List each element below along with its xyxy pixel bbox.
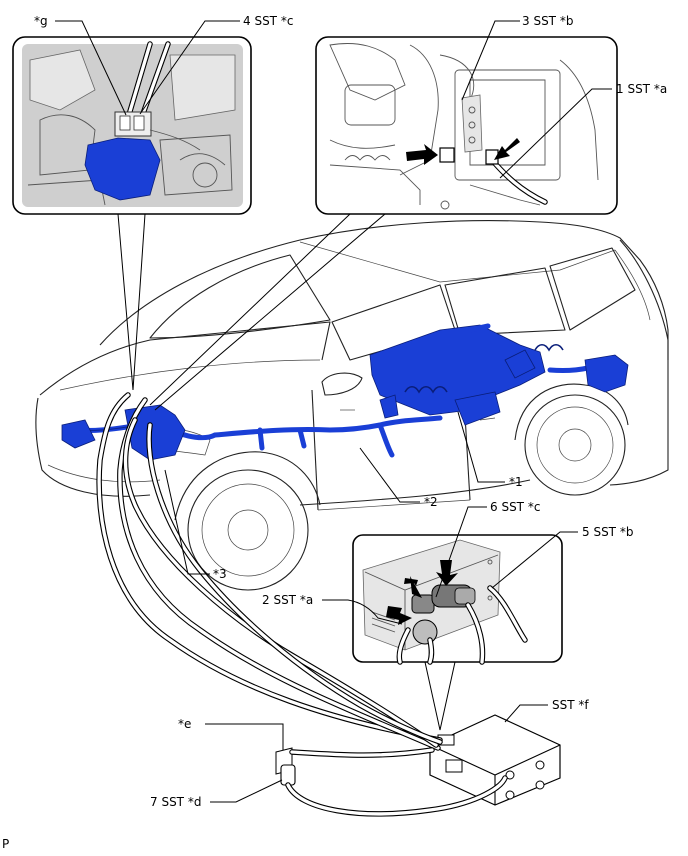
inset-engine-bay-sst bbox=[315, 36, 618, 215]
sst-cables bbox=[96, 392, 508, 817]
label-4-sst-c: 4 SST *c bbox=[243, 14, 293, 28]
label-e: *e bbox=[178, 717, 191, 731]
leader-lines bbox=[55, 20, 612, 803]
sst-d-e-parts bbox=[275, 747, 296, 786]
label-3: *3 bbox=[213, 567, 227, 581]
corner-mark: P bbox=[2, 837, 9, 851]
label-5-sst-b: 5 SST *b bbox=[582, 525, 633, 539]
label-g: *g bbox=[34, 14, 48, 28]
label-7-sst-d: 7 SST *d bbox=[150, 795, 201, 809]
inset-sst-box-connectors bbox=[352, 534, 563, 665]
label-1: *1 bbox=[509, 475, 523, 489]
wire-harness bbox=[61, 323, 629, 461]
sst-f-tester-box bbox=[429, 714, 561, 806]
label-2: *2 bbox=[424, 495, 438, 509]
label-sst-f: SST *f bbox=[552, 698, 589, 712]
label-3-sst-b: 3 SST *b bbox=[522, 14, 573, 28]
label-2-sst-a: 2 SST *a bbox=[262, 593, 313, 607]
label-6-sst-c: 6 SST *c bbox=[490, 500, 540, 514]
callout-labels: *g 4 SST *c 3 SST *b 1 SST *a *1 *2 *3 6… bbox=[2, 14, 667, 851]
inset-engine-connector bbox=[12, 36, 252, 215]
label-1-sst-a: 1 SST *a bbox=[616, 82, 667, 96]
